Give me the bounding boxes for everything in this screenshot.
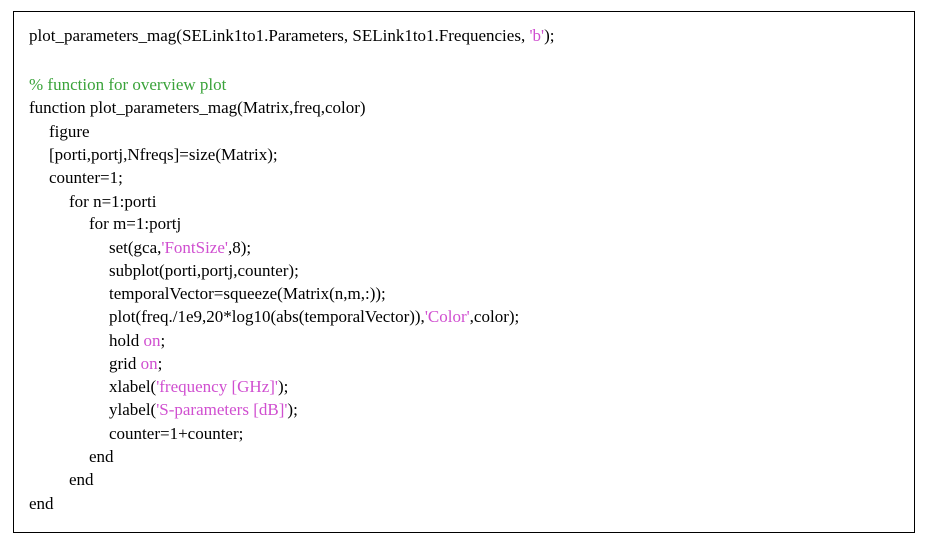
code-token: plot(freq./1e9,20*log10(abs(temporalVect… <box>109 307 425 326</box>
code-token: end <box>69 470 94 489</box>
code-line: end <box>29 493 54 515</box>
code-token: ylabel( <box>109 400 157 419</box>
code-token: end <box>89 447 114 466</box>
code-token: hold <box>109 331 144 350</box>
code-line: set(gca,'FontSize',8); <box>109 237 251 259</box>
code-token: ,8); <box>227 238 252 257</box>
code-line: xlabel('frequency [GHz]'); <box>109 376 288 398</box>
code-token: counter=1; <box>49 168 123 187</box>
code-token: subplot(porti,portj,counter); <box>109 261 299 280</box>
code-line: function plot_parameters_mag(Matrix,freq… <box>29 97 366 119</box>
code-token: temporalVector=squeeze(Matrix(n,m,:)); <box>109 284 386 303</box>
code-token: xlabel( <box>109 377 157 396</box>
code-token: set(gca, <box>109 238 162 257</box>
code-line: figure <box>49 121 90 143</box>
code-token: ; <box>160 331 166 350</box>
code-line: [porti,portj,Nfreqs]=size(Matrix); <box>49 144 278 166</box>
code-line: subplot(porti,portj,counter); <box>109 260 299 282</box>
code-line: % function for overview plot <box>29 74 226 96</box>
code-line: for n=1:porti <box>69 191 157 213</box>
code-token: end <box>29 494 54 513</box>
code-line: for m=1:portj <box>89 213 181 235</box>
code-listing-box: plot_parameters_mag(SELink1to1.Parameter… <box>13 11 915 533</box>
code-token: 'S-parameters [dB]' <box>156 400 288 419</box>
code-token: % function for overview plot <box>29 75 227 94</box>
code-line: end <box>89 446 114 468</box>
code-line: end <box>69 469 94 491</box>
code-token: 'b' <box>529 26 545 45</box>
code-line: plot_parameters_mag(SELink1to1.Parameter… <box>29 25 554 47</box>
code-token: function plot_parameters_mag(Matrix,freq… <box>29 98 366 117</box>
code-token: on <box>140 354 158 373</box>
code-token: figure <box>49 122 90 141</box>
code-token: ; <box>157 354 163 373</box>
code-line: grid on; <box>109 353 162 375</box>
code-token: on <box>143 331 161 350</box>
code-line: counter=1; <box>49 167 123 189</box>
code-line: temporalVector=squeeze(Matrix(n,m,:)); <box>109 283 386 305</box>
code-token: for m=1:portj <box>89 214 182 233</box>
code-token: 'Color' <box>424 307 470 326</box>
code-token: ); <box>277 377 289 396</box>
code-token: ); <box>544 26 555 45</box>
code-line: ylabel('S-parameters [dB]'); <box>109 399 298 421</box>
code-token: grid <box>109 354 141 373</box>
code-token: [porti,portj,Nfreqs]=size(Matrix); <box>49 145 278 164</box>
code-area: plot_parameters_mag(SELink1to1.Parameter… <box>29 25 908 526</box>
code-token: 'FontSize' <box>161 238 228 257</box>
code-token: 'frequency [GHz]' <box>156 377 278 396</box>
code-line: plot(freq./1e9,20*log10(abs(temporalVect… <box>109 306 519 328</box>
code-token: plot_parameters_mag(SELink1to1.Parameter… <box>29 26 530 45</box>
code-token: ); <box>287 400 298 419</box>
code-line: hold on; <box>109 330 165 352</box>
code-token: ,color); <box>469 307 520 326</box>
code-line: counter=1+counter; <box>109 423 243 445</box>
code-token: for n=1:porti <box>69 192 157 211</box>
code-token: counter=1+counter; <box>109 424 244 443</box>
